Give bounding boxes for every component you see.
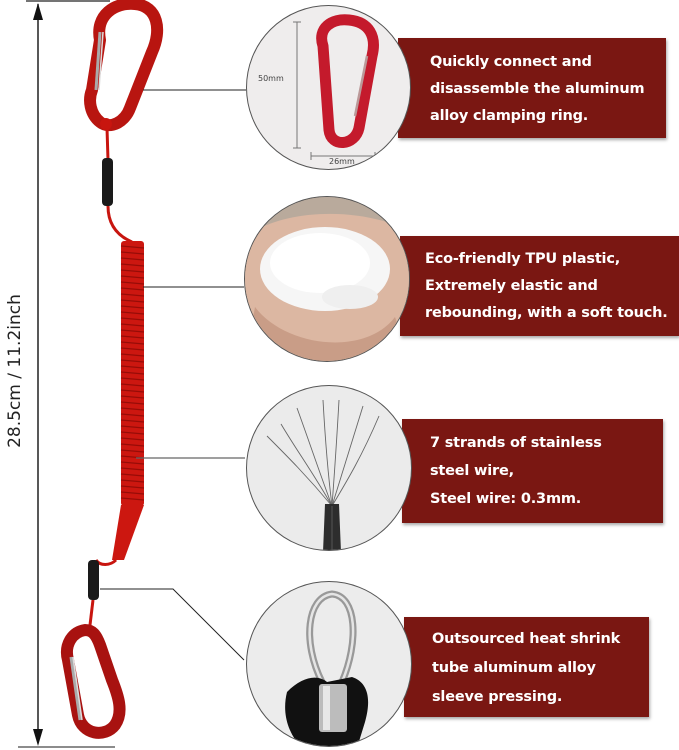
steel-wire-image: [246, 385, 412, 551]
feature-panel-steel-wire: 7 strands of stainless steel wire, Steel…: [402, 419, 663, 523]
feature-panel-tpu-plastic: Eco-friendly TPU plastic, Extremely elas…: [400, 236, 679, 336]
feature-text-line: Quickly connect and: [430, 54, 592, 70]
feature-text-line: Steel wire: 0.3mm.: [430, 491, 582, 507]
feature-text-line: sleeve pressing.: [432, 689, 563, 705]
sleeve-pressing-image: [246, 581, 412, 747]
top-carabiner-icon: [84, 0, 164, 132]
feature-text-line: alloy clamping ring.: [430, 108, 589, 124]
wire-strands-icon: [266, 399, 380, 550]
carabiner-height-label: 50mm: [258, 74, 284, 83]
feature-text-line: rebounding, with a soft touch.: [425, 305, 668, 321]
feature-text-line: disassemble the aluminum: [430, 81, 645, 97]
bottom-carabiner-icon: [61, 624, 126, 739]
feature-panel-sleeve-pressing: Outsourced heat shrink tube aluminum all…: [404, 617, 649, 717]
crimped-loop-icon: [285, 590, 369, 746]
hand-with-pellets-icon: [245, 197, 409, 361]
feature-text-line: Eco-friendly TPU plastic,: [425, 251, 621, 267]
length-dimension-arrow: [18, 0, 115, 748]
coiled-lanyard-image: [61, 0, 164, 739]
feature-text-line: Outsourced heat shrink: [432, 631, 621, 647]
carabiner-detail-image: [246, 5, 411, 170]
feature-panel-carabiner: Quickly connect and disassemble the alum…: [398, 38, 666, 138]
carabiner-closeup-icon: [293, 14, 379, 160]
feature-text-line: steel wire,: [430, 463, 514, 479]
feature-text-line: Extremely elastic and: [425, 278, 598, 294]
tpu-pellets-image: [244, 196, 410, 362]
feature-text-line: tube aluminum alloy: [432, 660, 596, 676]
carabiner-width-label: 26mm: [329, 157, 355, 166]
feature-text-line: 7 strands of stainless: [430, 435, 602, 451]
callout-connector-lines: [100, 89, 246, 661]
